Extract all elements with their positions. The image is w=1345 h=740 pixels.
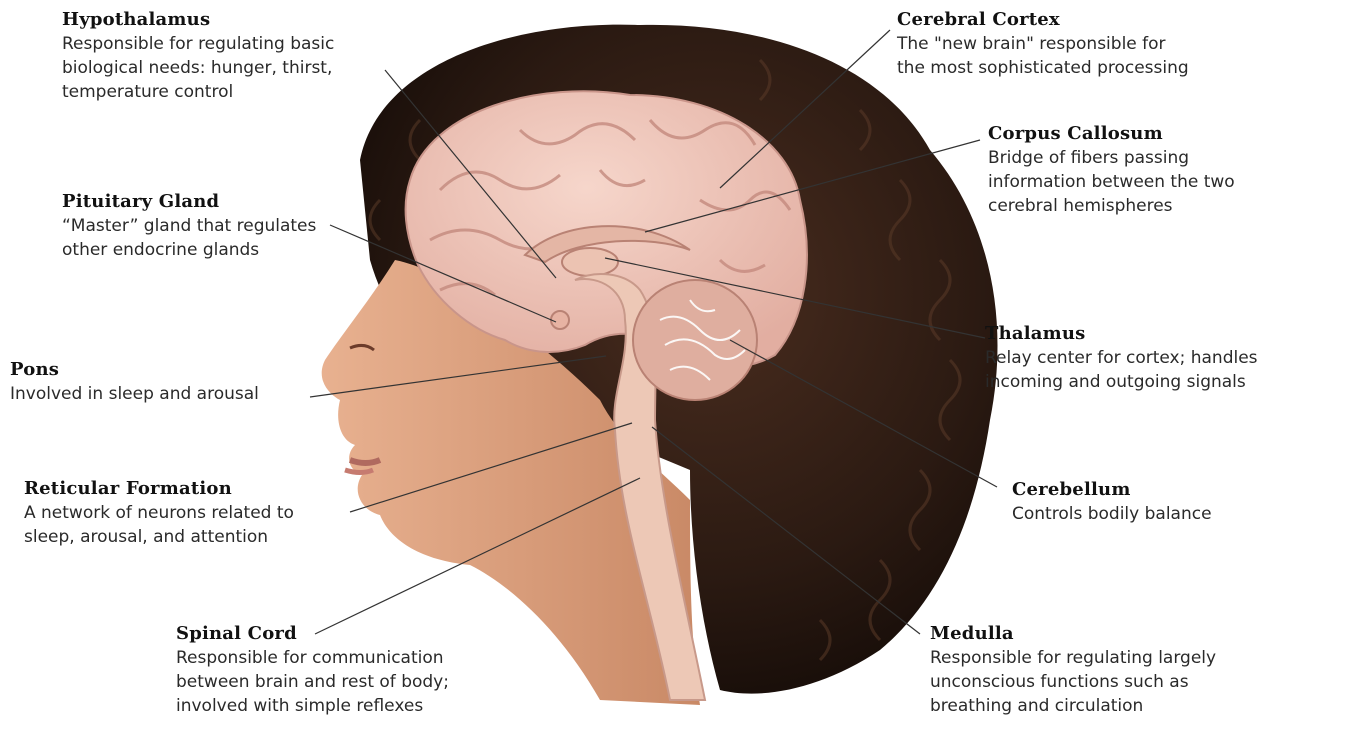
- label-title: Cerebral Cortex: [897, 8, 1227, 32]
- label-description: “Master” gland that regulates other endo…: [62, 214, 342, 262]
- label-cerebellum: Cerebellum Controls bodily balance: [1012, 478, 1312, 526]
- label-description: Responsible for communication between br…: [176, 646, 496, 718]
- label-corpus-callosum: Corpus Callosum Bridge of fibers passing…: [988, 122, 1308, 218]
- label-description: Controls bodily balance: [1012, 502, 1312, 526]
- label-description: Involved in sleep and arousal: [10, 382, 310, 406]
- label-title: Pituitary Gland: [62, 190, 342, 214]
- label-description: Responsible for regulating largely uncon…: [930, 646, 1290, 718]
- label-description: A network of neurons related to sleep, a…: [24, 501, 354, 549]
- cerebellum-shape: [633, 280, 757, 400]
- label-hypothalamus: Hypothalamus Responsible for regulating …: [62, 8, 392, 104]
- label-reticular-formation: Reticular Formation A network of neurons…: [24, 477, 354, 549]
- label-title: Spinal Cord: [176, 622, 496, 646]
- label-pons: Pons Involved in sleep and arousal: [10, 358, 310, 406]
- label-spinal-cord: Spinal Cord Responsible for communicatio…: [176, 622, 496, 718]
- label-description: Relay center for cortex; handles incomin…: [985, 346, 1335, 394]
- label-thalamus: Thalamus Relay center for cortex; handle…: [985, 322, 1335, 394]
- label-description: The "new brain" responsible for the most…: [897, 32, 1227, 80]
- pituitary-shape: [551, 311, 569, 329]
- label-pituitary-gland: Pituitary Gland “Master” gland that regu…: [62, 190, 342, 262]
- label-medulla: Medulla Responsible for regulating large…: [930, 622, 1290, 718]
- thalamus-shape: [562, 248, 618, 276]
- label-title: Hypothalamus: [62, 8, 392, 32]
- label-title: Medulla: [930, 622, 1290, 646]
- label-cerebral-cortex: Cerebral Cortex The "new brain" responsi…: [897, 8, 1227, 80]
- label-title: Cerebellum: [1012, 478, 1312, 502]
- label-description: Bridge of fibers passing information bet…: [988, 146, 1308, 218]
- label-title: Corpus Callosum: [988, 122, 1308, 146]
- label-title: Thalamus: [985, 322, 1335, 346]
- label-title: Reticular Formation: [24, 477, 354, 501]
- label-description: Responsible for regulating basic biologi…: [62, 32, 392, 104]
- lips-icon: [350, 460, 380, 463]
- label-title: Pons: [10, 358, 310, 382]
